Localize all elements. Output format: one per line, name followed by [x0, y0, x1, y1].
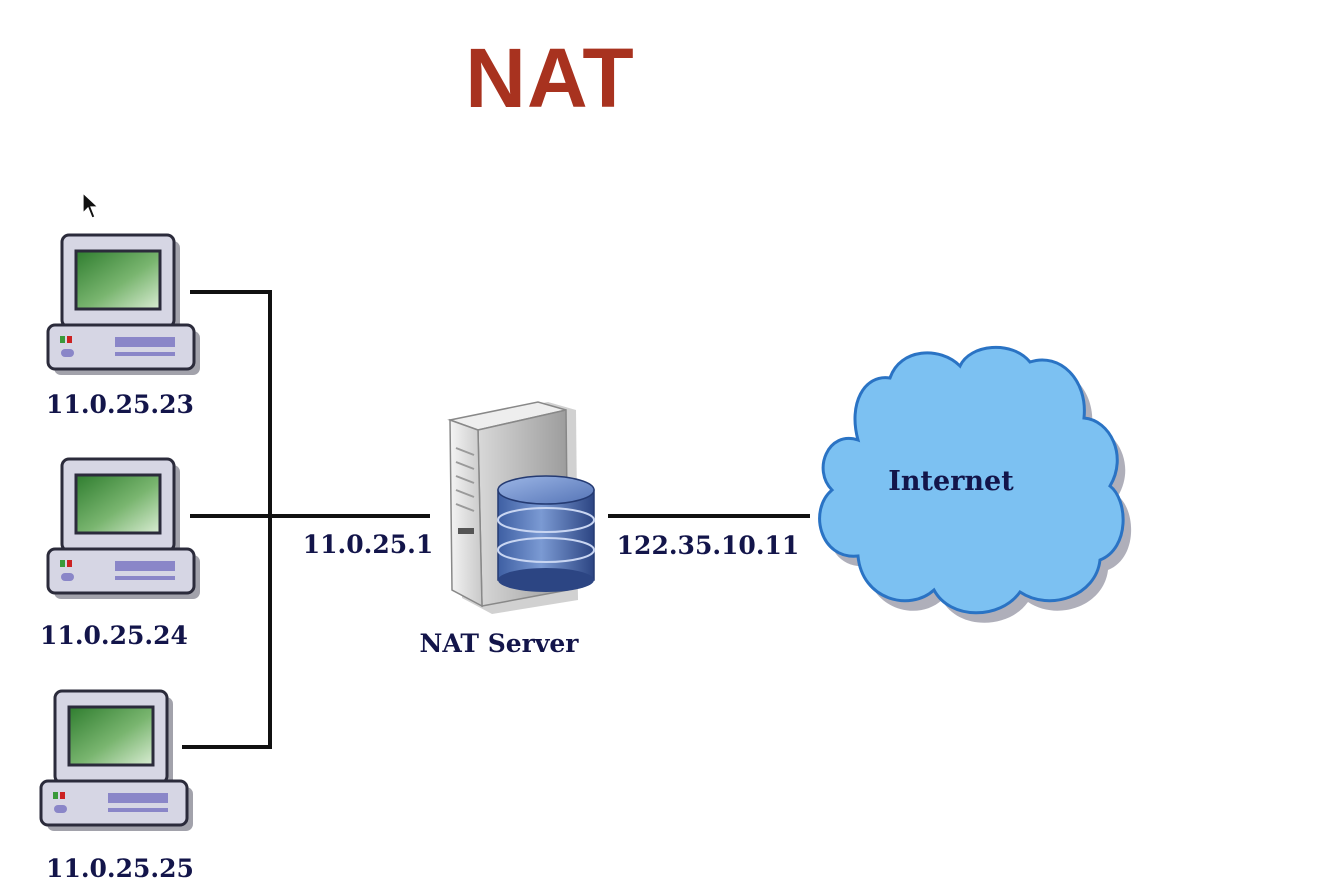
mouse-pointer-icon	[82, 191, 100, 219]
internet-label: Internet	[888, 466, 1014, 497]
host-2: 11.0.25.24	[40, 457, 202, 650]
desktop-computer-icon	[46, 457, 202, 601]
host-ip-label: 11.0.25.23	[46, 390, 194, 419]
desktop-computer-icon	[46, 233, 202, 377]
link-host-1	[182, 290, 272, 749]
cloud-icon	[818, 346, 1132, 623]
lan-wiring	[182, 290, 810, 749]
host-3: 11.0.25.25	[39, 689, 195, 883]
internet: Internet	[818, 346, 1132, 623]
host-1: 11.0.25.23	[46, 233, 202, 419]
nat-outside-ip: 122.35.10.11	[617, 531, 800, 560]
diagram-title: NAT	[465, 31, 634, 125]
host-ip-label: 11.0.25.25	[46, 854, 194, 883]
nat-server-label: NAT Server	[420, 629, 580, 658]
nat-server: NAT Server 11.0.25.1 122.35.10.11	[303, 401, 800, 658]
nat-inside-ip: 11.0.25.1	[303, 530, 433, 559]
server-database-icon	[447, 401, 595, 614]
desktop-computer-icon	[39, 689, 195, 833]
host-ip-label: 11.0.25.24	[40, 621, 188, 650]
